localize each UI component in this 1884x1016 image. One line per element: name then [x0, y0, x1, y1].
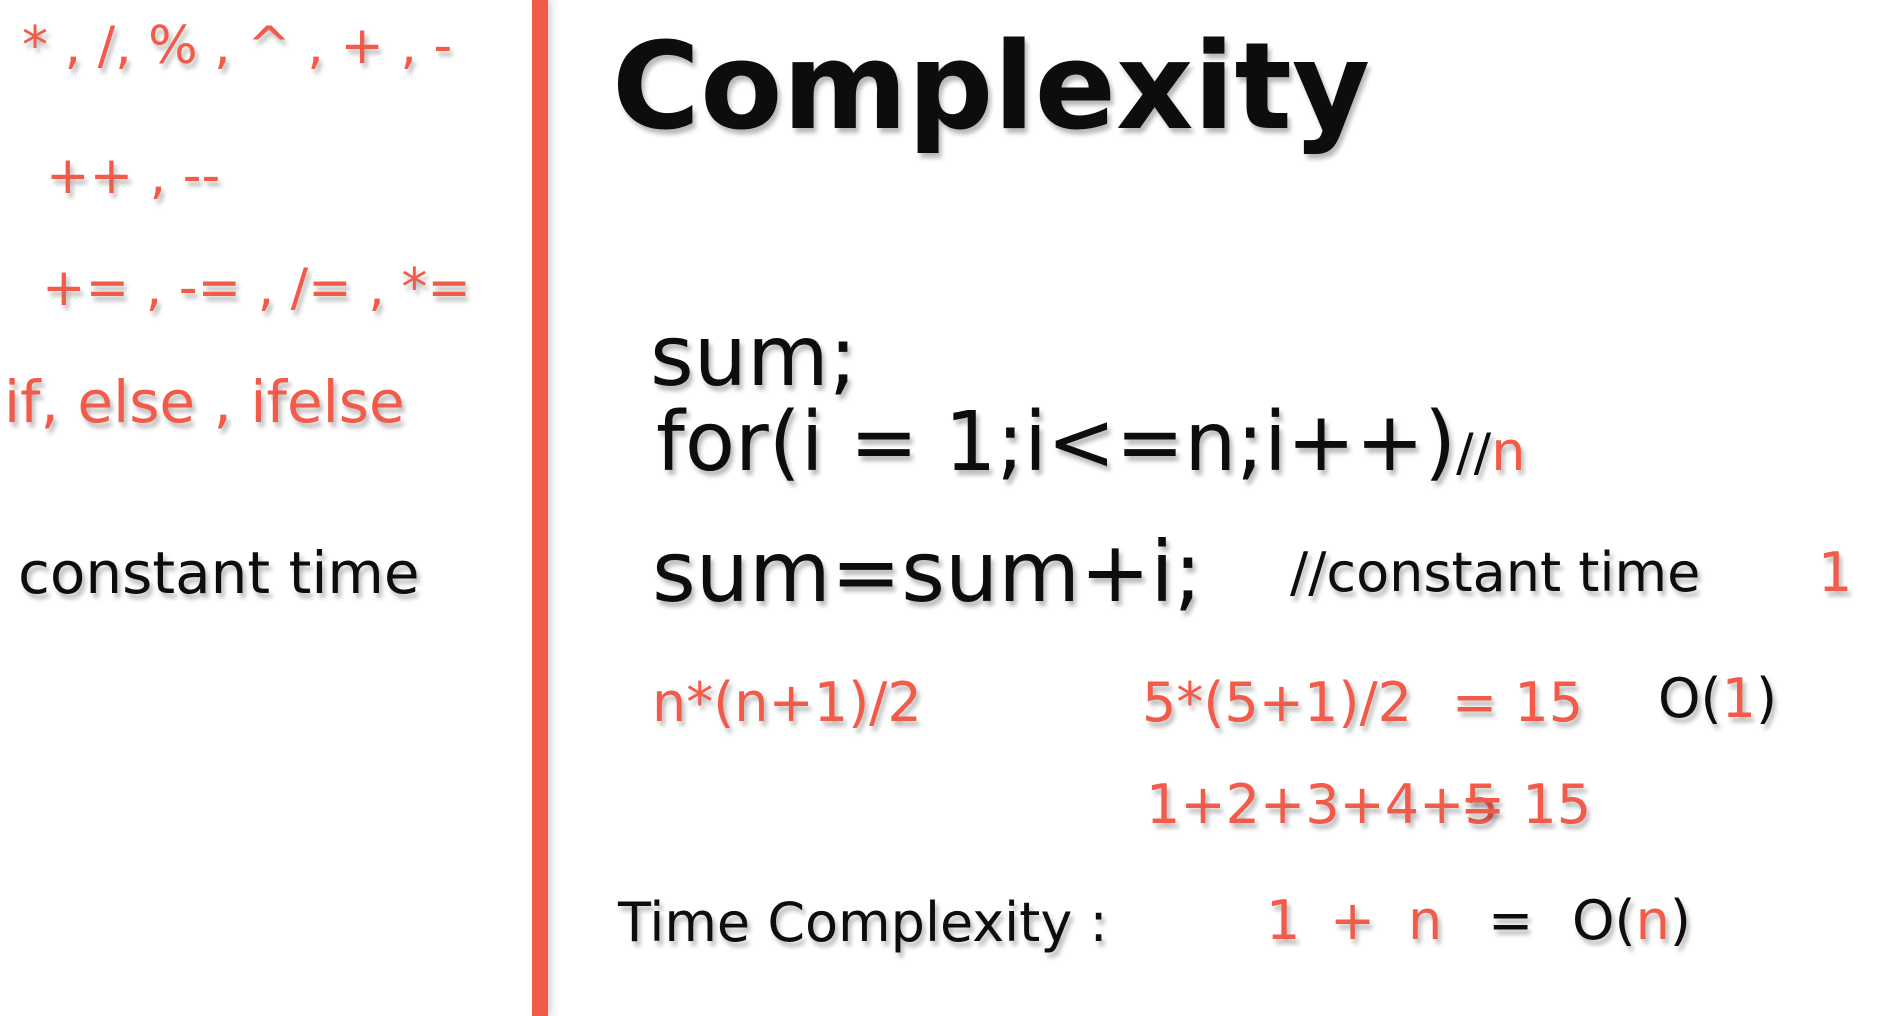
- summary-term-n: n: [1408, 889, 1443, 952]
- code-line-for-loop: for(i = 1;i<=n;i++)//n: [656, 402, 1525, 484]
- summary-plus: +: [1330, 889, 1376, 952]
- for-loop-comment-value: n: [1491, 420, 1526, 483]
- formula-example: 5*(5+1)/2: [1142, 671, 1412, 734]
- big-o-constant-value: 1: [1721, 667, 1756, 730]
- summary-big-o-suffix: ): [1669, 889, 1691, 952]
- constant-time-label: constant time: [18, 539, 420, 607]
- for-loop-code: for(i = 1;i<=n;i++): [656, 395, 1457, 490]
- big-o-constant-suffix: ): [1755, 667, 1778, 730]
- operators-assignment: += , -= , /= , *=: [42, 258, 471, 318]
- summary-big-o: O(n): [1572, 894, 1691, 948]
- summary-equals: =: [1488, 889, 1534, 952]
- summary-term-constant: 1: [1266, 889, 1301, 952]
- sum-example: 1+2+3+4+5: [1146, 773, 1499, 836]
- big-o-constant-prefix: O(: [1658, 667, 1722, 730]
- summary-label: Time Complexity :: [618, 891, 1108, 954]
- summary-big-o-value: n: [1635, 889, 1670, 952]
- code-line-sum-decl: sum;: [650, 307, 858, 405]
- operators-increment: ++ , --: [46, 146, 221, 206]
- summary-big-o-prefix: O(: [1572, 889, 1636, 952]
- vertical-divider: [532, 0, 548, 1016]
- code-line-sum-comment-value: 1: [1818, 541, 1853, 604]
- operators-arithmetic: * , /, % , ^ , + , -: [22, 16, 453, 76]
- big-o-constant: O(1): [1658, 672, 1777, 726]
- for-loop-comment-slashes: //: [1456, 423, 1492, 483]
- code-line-sum-update: sum=sum+i;: [652, 523, 1203, 621]
- sum-example-result: = 15: [1460, 773, 1592, 836]
- page-title: Complexity: [612, 18, 1371, 157]
- formula-general: n*(n+1)/2: [652, 671, 922, 734]
- conditionals: if, else , ifelse: [4, 368, 405, 436]
- code-line-sum-comment: //constant time: [1290, 541, 1701, 604]
- formula-example-result: = 15: [1452, 671, 1584, 734]
